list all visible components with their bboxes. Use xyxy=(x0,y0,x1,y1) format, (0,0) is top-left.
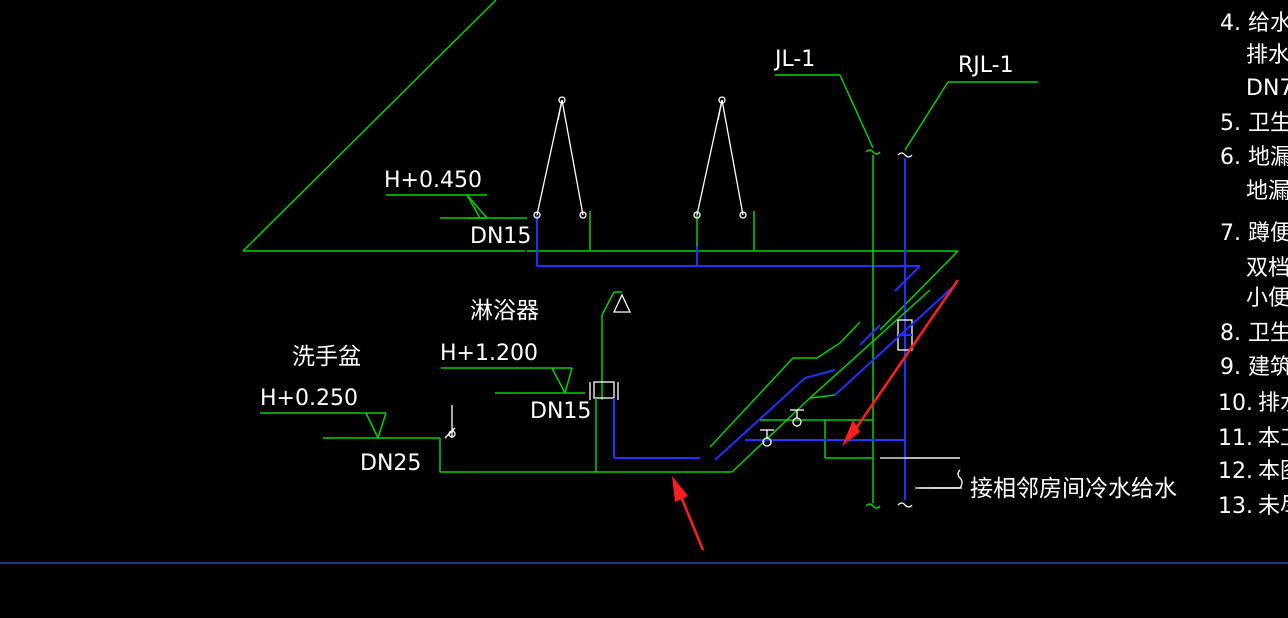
note-text: 排水管 xyxy=(1246,43,1288,68)
slab-outline xyxy=(242,0,525,252)
diagonal-runs xyxy=(709,284,956,473)
label-connect-note: 接相邻房间冷水给水 xyxy=(970,476,1177,502)
label-h0250: H+0.250 xyxy=(260,386,358,411)
highlight-arrows xyxy=(672,279,960,551)
upper-fixture-branch xyxy=(527,96,959,331)
note-text: 给水管 xyxy=(1248,11,1288,36)
note-text: 本图 xyxy=(1258,459,1288,484)
note-number: 5. xyxy=(1220,111,1241,136)
note-number: 9. xyxy=(1220,355,1241,380)
note-text: 卫生器 xyxy=(1248,111,1288,136)
note-text: 小便 xyxy=(1246,286,1288,311)
shower-assembly: 淋浴器 xyxy=(470,291,700,472)
note-text: 卫生间 xyxy=(1248,321,1288,346)
label-dn15-mid: DN15 xyxy=(530,399,591,424)
note-text: 未尽 xyxy=(1258,494,1288,519)
note-text: 排水 xyxy=(1258,391,1288,416)
note-number: 11. xyxy=(1218,426,1253,451)
note-number: 12. xyxy=(1218,459,1253,484)
note-number: 4. xyxy=(1220,11,1241,36)
note-text: 建筑 xyxy=(1248,355,1288,380)
basin-assembly: 洗手盆 xyxy=(292,344,732,473)
note-text: 地漏 xyxy=(1248,145,1288,170)
elevation-marker-h0250: H+0.250 DN25 xyxy=(260,386,440,476)
riser-rjl-1: RJL-1 xyxy=(897,53,1038,508)
note-number: 7. xyxy=(1220,221,1241,246)
label-jl-1: JL-1 xyxy=(773,47,815,72)
elevation-marker-h0450: H+0.450 DN15 xyxy=(384,168,531,249)
note-number: 6. xyxy=(1220,145,1241,170)
note-text: 地漏 xyxy=(1246,179,1288,204)
label-dn25: DN25 xyxy=(360,451,421,476)
label-shower: 淋浴器 xyxy=(470,298,539,324)
label-h1200: H+1.200 xyxy=(440,341,538,366)
label-basin: 洗手盆 xyxy=(292,344,361,370)
riser-base-branch: 接相邻房间冷水给水 xyxy=(745,409,1177,502)
label-dn15-top: DN15 xyxy=(470,224,531,249)
note-number: 8. xyxy=(1220,321,1241,346)
note-number: 10. xyxy=(1218,391,1253,416)
notes-column: 4.给水管排水管DN755.卫生器6.地漏地漏7.蹲便器双档小便8.卫生间9.建… xyxy=(1218,11,1288,519)
label-h0450: H+0.450 xyxy=(384,168,482,193)
note-number: 13. xyxy=(1218,494,1253,519)
elevation-marker-h1200: H+1.200 DN15 xyxy=(440,341,591,424)
note-text: 本工 xyxy=(1258,426,1288,451)
riser-jl-1: JL-1 xyxy=(773,47,881,509)
note-text: 蹲便器 xyxy=(1248,221,1288,246)
label-rjl-1: RJL-1 xyxy=(958,53,1014,78)
note-text: 双档 xyxy=(1246,256,1288,281)
